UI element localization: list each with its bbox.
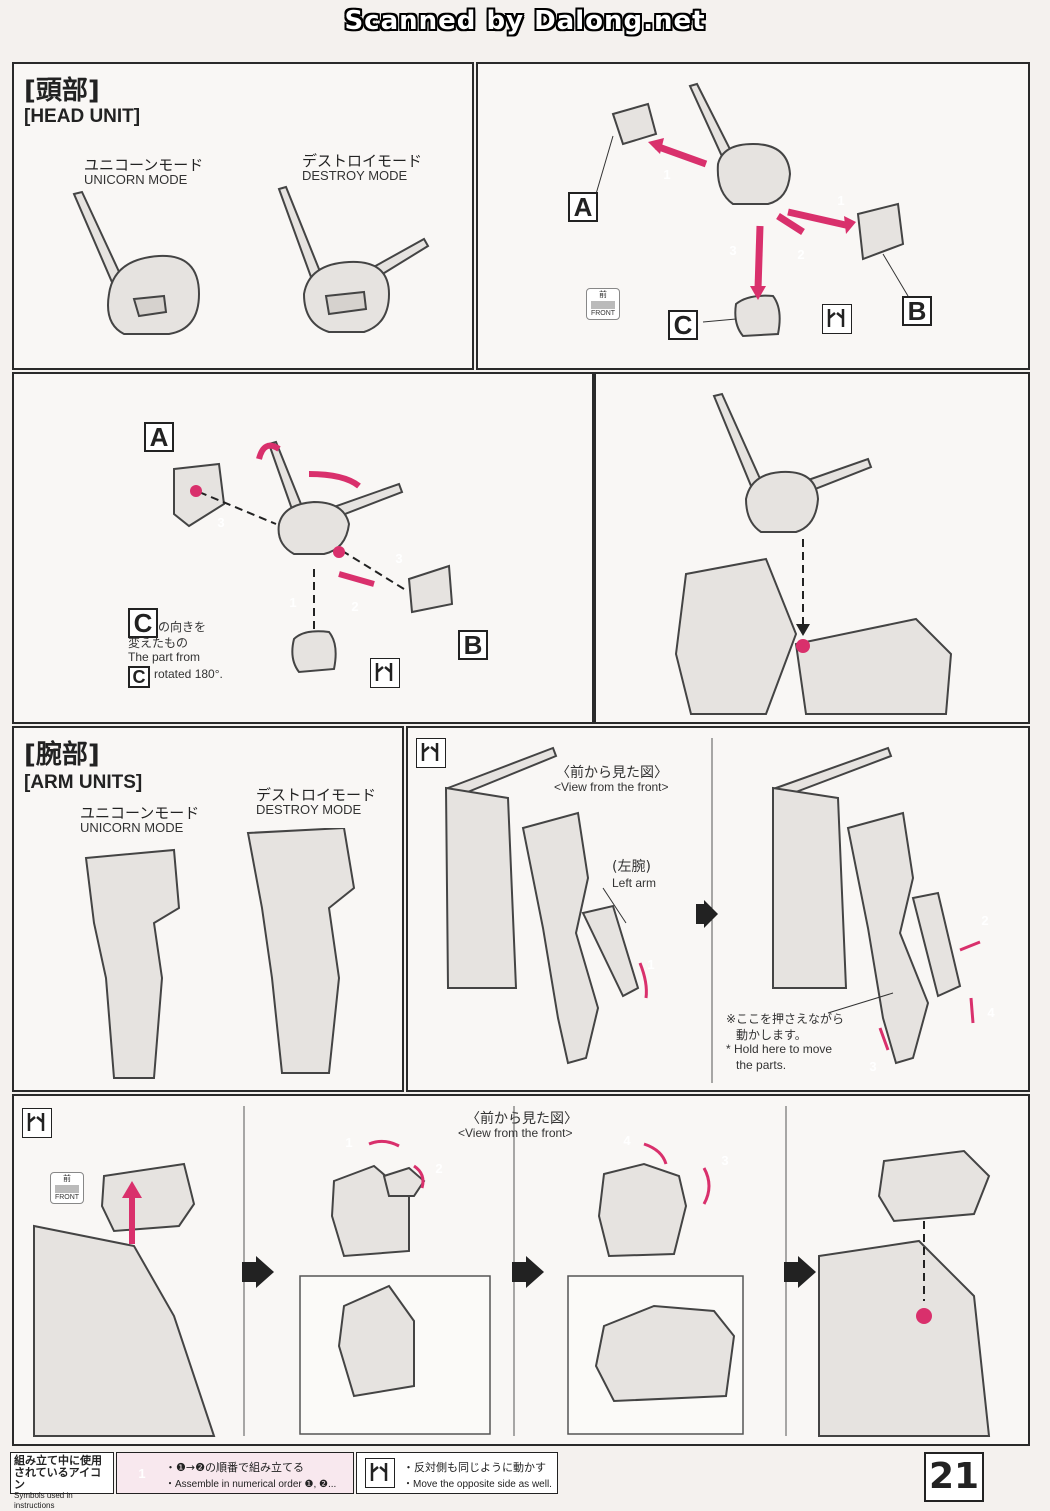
head-mode-illustrations xyxy=(72,185,430,335)
opposite-legend-cell: ・反対側も同じように動かす ・Move the opposite side as… xyxy=(356,1452,558,1494)
destroy-mode-label-en: DESTROY MODE xyxy=(256,802,362,817)
page-number: 21 xyxy=(924,1452,984,1502)
order-legend-en: ・Assemble in numerical order ❶, ❷... xyxy=(165,1479,337,1490)
step-1-icon: 1 xyxy=(338,1132,360,1154)
arm-steps-panel: 〈前から見た図〉 <View from the front> (左腕) Left… xyxy=(406,726,1030,1092)
front-icon-en: FRONT xyxy=(54,1194,80,1201)
step-3-icon: 3 xyxy=(862,1056,884,1078)
part-label-b: B xyxy=(458,630,488,660)
arm-steps-illustration xyxy=(444,738,981,1083)
shoulder-steps-panel: 前 FRONT 前 FRONT 〈前から見た図〉 <View from the … xyxy=(12,1094,1030,1446)
view-front-label-en: <View from the front> xyxy=(458,1126,573,1140)
part-label-c-small: C xyxy=(128,666,150,688)
part-label-c: C xyxy=(668,310,698,340)
step-4-icon: 4 xyxy=(616,1130,638,1152)
part-label-a: A xyxy=(144,422,174,452)
step-3-icon: 3 xyxy=(210,512,232,534)
head-attach-illustration xyxy=(674,392,953,715)
destroy-mode-label-jp: デストロイモード xyxy=(256,786,377,804)
step-3-icon: 3 xyxy=(714,1150,736,1172)
legend-title-en: Symbols used in instructions xyxy=(14,1491,73,1510)
head-assembly-panel: A B 3 3 2 1 C の向きを 変えたもの The part from C… xyxy=(12,372,594,724)
unicorn-mode-label-jp: ユニコーンモード xyxy=(80,804,200,822)
head-attach-panel xyxy=(594,372,1030,724)
head-disassembly-panel: A B C 1 1 2 3 前 FRONT xyxy=(476,62,1030,370)
opposite-legend-jp: ・反対側も同じように動かす xyxy=(403,1461,546,1474)
step-1-icon: 1 xyxy=(640,954,662,976)
legend-title-jp-2: されているアイコン xyxy=(14,1466,102,1491)
unicorn-mode-label-jp: ユニコーンモード xyxy=(84,156,204,174)
part-label-a: A xyxy=(568,192,598,222)
hold-note-jp-1: ※ここを押さえながら xyxy=(726,1012,845,1026)
step-3-icon: 3 xyxy=(722,240,744,262)
mirror-arrows-icon xyxy=(375,663,393,681)
scan-credit: Scanned by Dalong.net xyxy=(344,6,706,36)
mirror-arrows-icon xyxy=(827,309,845,327)
head-unit-panel: [頭部] [HEAD UNIT] ユニコーンモード UNICORN MODE デ… xyxy=(12,62,474,370)
hold-note-en-1: * Hold here to move xyxy=(726,1042,833,1056)
hold-note-en-2: the parts. xyxy=(736,1058,787,1072)
opposite-side-icon xyxy=(22,1108,52,1138)
head-assembly-illustration xyxy=(173,440,454,674)
opposite-side-icon xyxy=(416,738,446,768)
rotated-note-en-1: The part from xyxy=(128,650,201,664)
left-arm-label-en: Left arm xyxy=(612,876,657,890)
legend-title-cell: 組み立て中に使用 されているアイコン Symbols used in instr… xyxy=(10,1452,114,1510)
step-1-icon: 1 xyxy=(830,190,852,212)
step-1-icon: 1 xyxy=(282,592,304,614)
arm-mode-illustrations xyxy=(84,828,356,1079)
front-icon: 前 FRONT xyxy=(586,288,620,320)
unicorn-mode-label-en: UNICORN MODE xyxy=(84,172,188,187)
step-4-icon: 4 xyxy=(980,1002,1002,1024)
opposite-side-icon xyxy=(822,304,852,334)
destroy-mode-label-jp: デストロイモード xyxy=(302,152,423,170)
view-front-label-jp: 〈前から見た図〉 xyxy=(466,1111,578,1127)
opposite-legend-en: ・Move the opposite side as well. xyxy=(403,1479,552,1490)
front-icon: 前 FRONT xyxy=(50,1172,84,1204)
view-front-label-jp: 〈前から見た図〉 xyxy=(556,765,668,781)
head-unit-title-en: [HEAD UNIT] xyxy=(24,106,141,127)
step-3-icon: 3 xyxy=(388,548,410,570)
opposite-side-icon xyxy=(365,1458,395,1488)
front-icon-jp: 前 xyxy=(599,290,607,299)
rotated-note-en-2: rotated 180°. xyxy=(154,667,223,681)
view-front-label-en: <View from the front> xyxy=(554,780,669,794)
arm-units-title-en: [ARM UNITS] xyxy=(24,772,143,793)
hold-note-jp-2: 動かします。 xyxy=(736,1028,807,1042)
order-legend-cell: 1 ・❶→❷の順番で組み立てる ・Assemble in numerical o… xyxy=(116,1452,354,1494)
rotated-note-jp-2: 変えたもの xyxy=(128,636,189,650)
left-arm-label-jp: (左腕) xyxy=(612,859,651,875)
opposite-side-icon xyxy=(370,658,400,688)
mirror-arrows-icon xyxy=(421,743,439,761)
step-2-icon: 2 xyxy=(790,244,812,266)
step-2-icon: 2 xyxy=(974,910,996,932)
arm-units-title-jp: [腕部] xyxy=(24,740,100,770)
mirror-arrows-icon xyxy=(27,1113,45,1131)
step-2-icon: 2 xyxy=(428,1158,450,1180)
shoulder-steps-illustration xyxy=(33,1106,991,1437)
part-label-c: C xyxy=(128,608,158,638)
destroy-mode-label-en: DESTROY MODE xyxy=(302,168,408,183)
order-legend-jp: ・❶→❷の順番で組み立てる xyxy=(165,1461,304,1474)
step-2-icon: 2 xyxy=(344,596,366,618)
head-unit-title-jp: [頭部] xyxy=(24,76,100,106)
rotated-note-jp-1: の向きを xyxy=(158,620,207,634)
mirror-arrows-icon xyxy=(370,1463,388,1481)
part-label-b: B xyxy=(902,296,932,326)
step-1-icon: 1 xyxy=(131,1463,153,1485)
legend-title-jp-1: 組み立て中に使用 xyxy=(14,1454,102,1467)
front-icon-en: FRONT xyxy=(590,310,616,317)
unicorn-mode-label-en: UNICORN MODE xyxy=(80,820,184,835)
step-1-icon: 1 xyxy=(656,164,678,186)
front-icon-jp: 前 xyxy=(63,1174,71,1183)
head-disassembly-illustration xyxy=(595,82,909,338)
arm-units-panel: [腕部] [ARM UNITS] ユニコーンモード UNICORN MODE デ… xyxy=(12,726,404,1092)
